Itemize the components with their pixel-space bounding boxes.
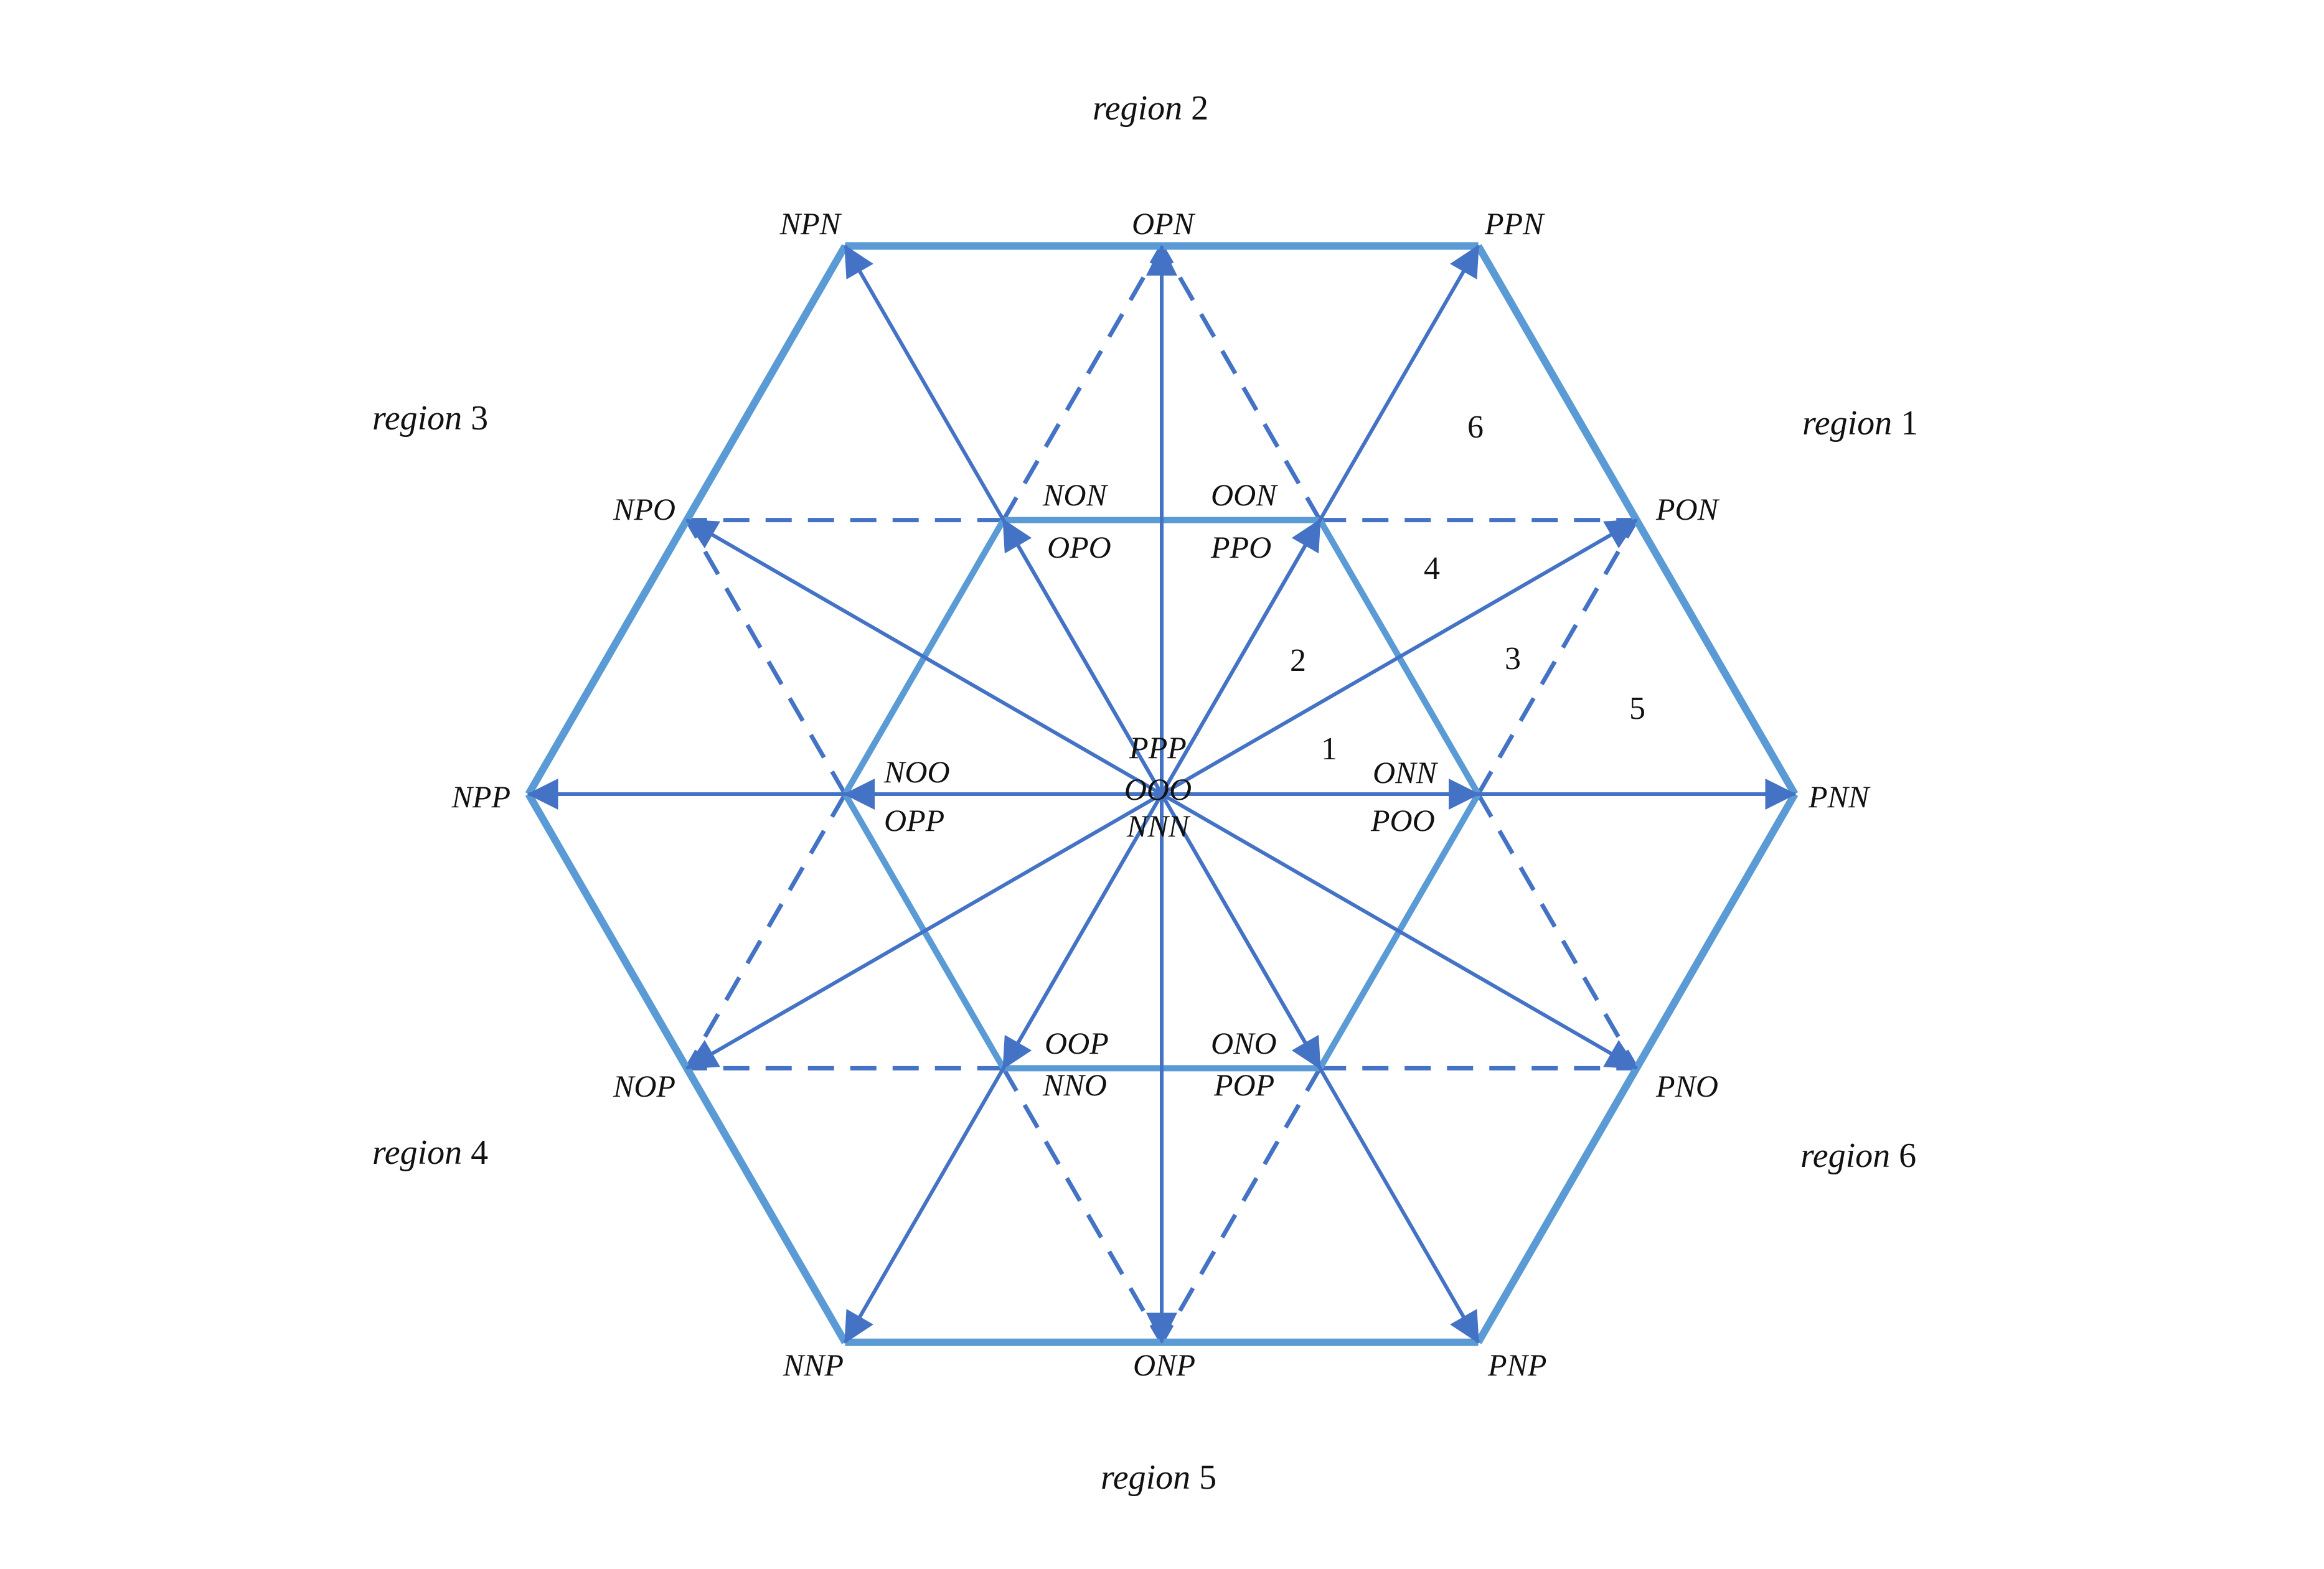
vector-pon [1160,518,1638,796]
vector-nop [685,792,1163,1070]
vertex-label-npp: NPP [451,779,510,814]
vertex-label-npo: NPO [613,492,675,527]
vertex-label-oon: OON [1211,477,1278,512]
vertex-label-non: NON [1042,477,1108,512]
subregion-label-2: 2 [1290,643,1306,678]
center-label-nnn: NNN [1126,808,1191,843]
dashed-edge-s3-npo [685,518,847,795]
subregion-label-4: 4 [1424,551,1440,586]
vertex-label-nnp: NNP [783,1347,844,1382]
region-label-5: region 5 [1101,1458,1216,1497]
labels-layer: PPP OOO NNN PNN PPN NPN NPP NNP PNP OPN … [372,89,1918,1497]
vector-npo [685,518,1163,796]
lines-layer [525,242,1799,1346]
vertex-label-nop: NOP [613,1069,675,1103]
vertex-label-pnn: PNN [1808,779,1871,814]
dashed-edge-s5-onp [1159,1067,1322,1344]
dashed-edge-s3-nop [685,793,847,1070]
vertex-label-pop: POP [1213,1067,1274,1102]
vertex-label-opp: OPP [884,803,944,838]
subregion-label-5: 5 [1629,691,1645,726]
subregion-label-6: 6 [1467,410,1484,445]
vertex-label-opn: OPN [1132,206,1196,241]
dashed-edge-s1-opn [1159,245,1322,522]
vector-small-5 [1160,793,1322,1070]
vertex-label-oop: OOP [1045,1026,1109,1061]
vertex-label-ppo: PPO [1210,530,1271,564]
region-label-2: region 2 [1093,89,1208,128]
region-label-4: region 4 [372,1133,488,1172]
center-label-ooo: OOO [1124,772,1192,807]
vector-small-1 [1160,518,1322,795]
subregion-label-1: 1 [1321,731,1337,767]
vertex-label-ono: ONO [1211,1026,1277,1061]
vertex-label-pnp: PNP [1487,1347,1546,1382]
dashed-edge-s0-pno [1476,793,1639,1070]
vector-pno [1160,792,1638,1070]
vertex-label-pon: PON [1655,492,1720,527]
vertex-label-npn: NPN [779,206,842,241]
vertex-label-nno: NNO [1042,1067,1107,1102]
vector-small-4 [1002,793,1164,1070]
region-label-1: region 1 [1802,404,1918,443]
vertex-label-poo: POO [1370,803,1435,838]
vertex-label-ppn: PPN [1484,206,1545,241]
subregion-label-3: 3 [1505,641,1521,677]
dashed-edge-s4-onp [1001,1067,1164,1344]
vertex-label-onn: ONN [1373,755,1438,790]
region-label-3: region 3 [372,399,488,438]
vertex-label-onp: ONP [1133,1347,1195,1382]
vertex-label-noo: NOO [883,754,950,789]
vector-small-2 [1002,518,1164,795]
region-label-6: region 6 [1800,1136,1916,1175]
center-label-ppp: PPP [1129,730,1187,765]
vertex-label-pno: PNO [1655,1069,1718,1103]
dashed-edge-s0-pon [1476,518,1639,795]
dashed-edge-s2-opn [1001,245,1164,522]
vertex-label-opo: OPO [1047,530,1111,564]
